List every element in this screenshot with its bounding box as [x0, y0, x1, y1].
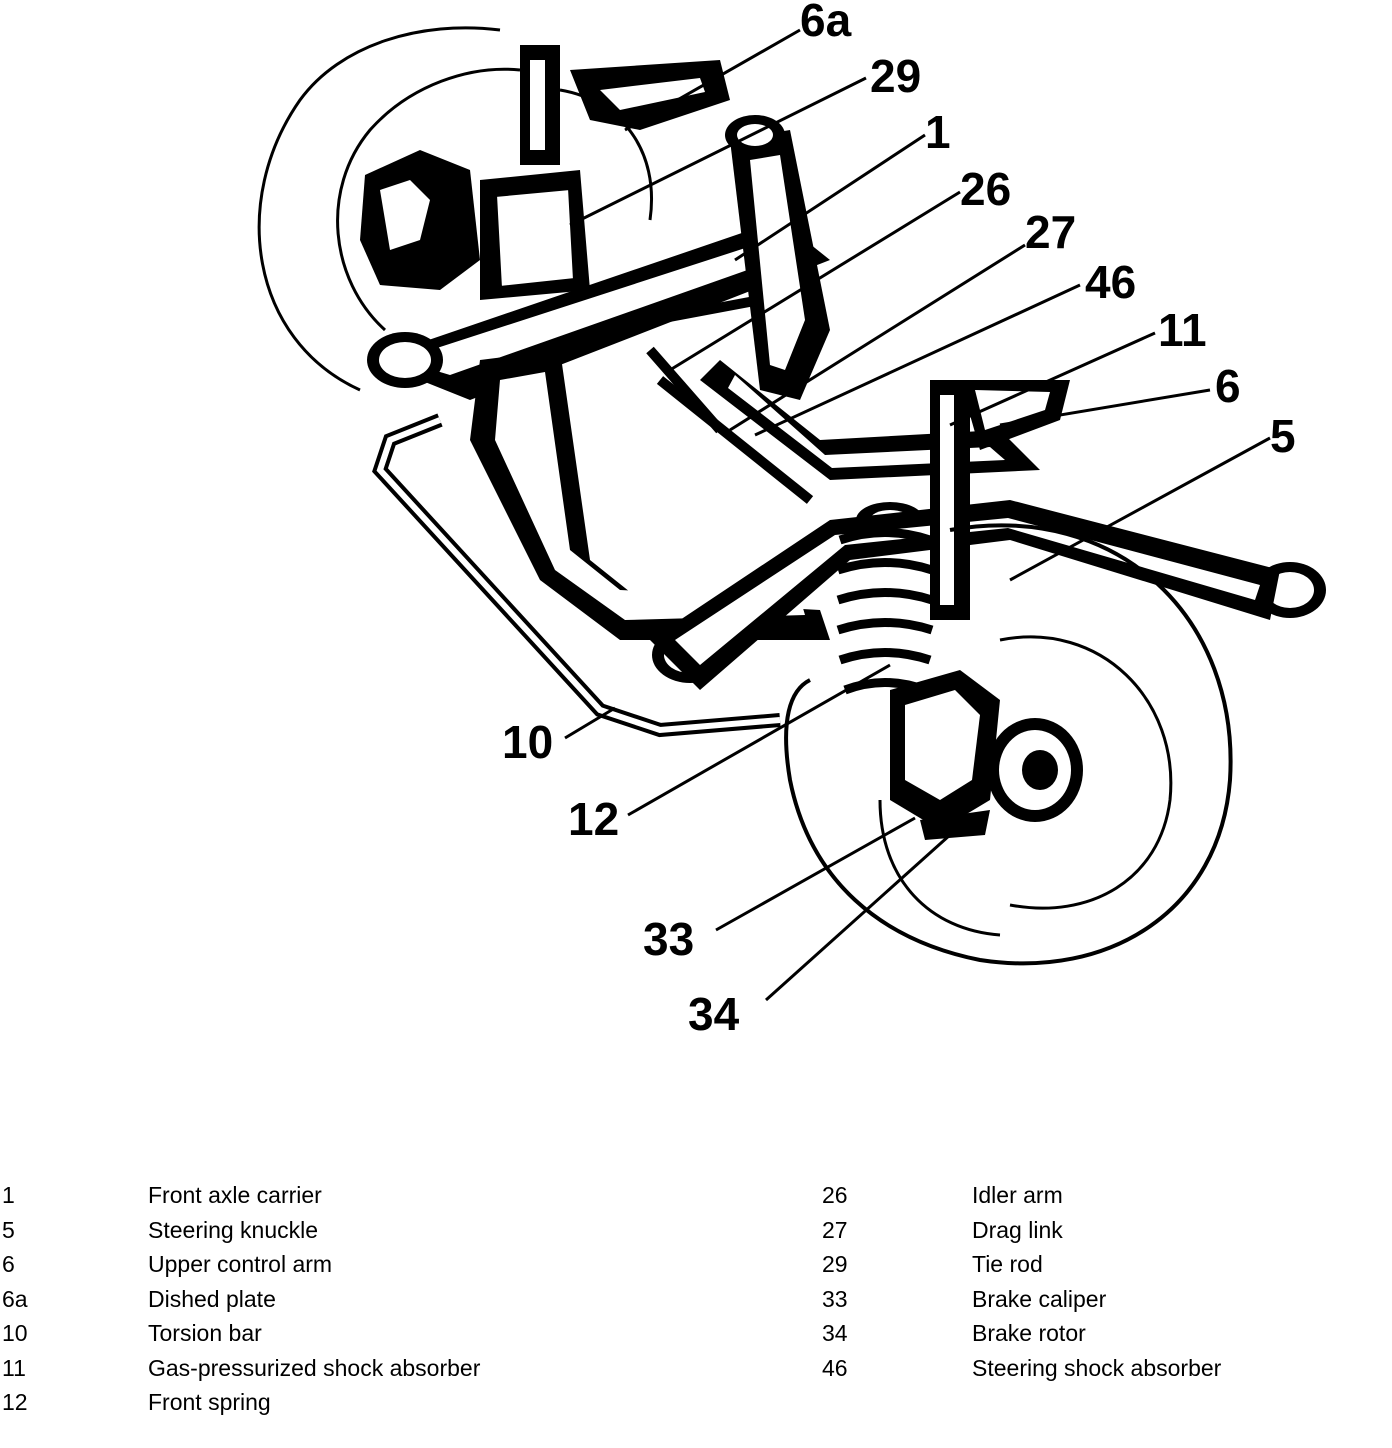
callout-46: 46: [1085, 256, 1136, 308]
callout-10: 10: [502, 716, 553, 768]
legend-row: 6 Upper control arm: [2, 1247, 642, 1282]
legend-number: 5: [2, 1216, 15, 1243]
callout-34: 34: [688, 988, 740, 1040]
legend-number: 10: [2, 1320, 28, 1346]
legend-number: 29: [822, 1251, 848, 1277]
legend-row: 10 Torsion bar: [2, 1316, 642, 1351]
legend-number: 26: [822, 1182, 848, 1208]
legend-label: Tie rod: [972, 1251, 1043, 1277]
callout-6a: 6a: [800, 0, 852, 46]
callout-33: 33: [643, 913, 694, 965]
right-brake-caliper: [890, 670, 1000, 840]
legend-label: Steering shock absorber: [972, 1354, 1222, 1381]
left-upper-control-arm: [570, 60, 730, 130]
legend-label: Steering knuckle: [148, 1216, 319, 1243]
front-axle-carrier: [370, 130, 1040, 640]
legend-row: 11 Gas-pressurized shock absorber: [2, 1351, 642, 1386]
legend-row: 26 Idler arm: [822, 1178, 1382, 1213]
legend-label: Upper control arm: [148, 1251, 333, 1277]
callout-11: 11: [1158, 304, 1207, 356]
legend-row: 46 Steering shock absorber: [822, 1351, 1382, 1386]
legend-number: 6: [2, 1251, 15, 1277]
leader-lines: [564, 28, 1271, 1002]
legend-number: 27: [822, 1216, 848, 1243]
legend-label: Front axle carrier: [148, 1182, 322, 1208]
legend-row: 27 Drag link: [822, 1213, 1382, 1248]
right-lower-control-arm: [650, 500, 1280, 690]
front-axle-diagram: 6a 29 1 26 27 46 11 6 5 10 12 33 34: [257, 0, 1326, 1040]
legend-row: 29 Tie rod: [822, 1247, 1382, 1282]
callout-labels: 6a 29 1 26 27 46 11 6 5 10 12 33 34: [502, 0, 1296, 1040]
legend-label: Torsion bar: [148, 1320, 262, 1346]
callout-1: 1: [925, 106, 951, 158]
legend-left-column: 1 Front axle carrier 5 Steering knuckle …: [2, 1178, 642, 1420]
legend-label: Gas-pressurized shock absorber: [148, 1354, 481, 1381]
legend-label: Brake rotor: [972, 1320, 1086, 1346]
legend-row: 6a Dished plate: [2, 1282, 642, 1317]
right-upper-control-arm: [960, 380, 1070, 450]
legend-number: 12: [2, 1389, 28, 1415]
legend-row: 12 Front spring: [2, 1385, 642, 1420]
callout-6: 6: [1215, 360, 1241, 412]
legend-label: Front spring: [148, 1389, 271, 1415]
legend-label: Idler arm: [972, 1182, 1063, 1208]
callout-26: 26: [960, 163, 1011, 215]
legend-number: 6a: [2, 1285, 28, 1312]
right-shock-absorber: [930, 380, 970, 620]
torsion-bar: [372, 413, 781, 738]
legend-row: 33 Brake caliper: [822, 1282, 1382, 1317]
legend-number: 46: [822, 1354, 848, 1381]
legend-row: 34 Brake rotor: [822, 1316, 1382, 1351]
legend-label: Drag link: [972, 1216, 1063, 1243]
legend-label: Brake caliper: [972, 1285, 1107, 1312]
steering-linkage: [599, 295, 814, 504]
wheel-hub: [987, 718, 1083, 822]
right-wheel-rotor: [784, 523, 1233, 966]
callout-27: 27: [1025, 206, 1076, 258]
legend-right-column: 26 Idler arm 27 Drag link 29 Tie rod 33 …: [822, 1178, 1382, 1385]
legend-label: Dished plate: [148, 1285, 276, 1312]
callout-29: 29: [870, 50, 921, 102]
legend-number: 1: [2, 1182, 15, 1208]
legend-number: 11: [2, 1354, 26, 1381]
legend-row: 1 Front axle carrier: [2, 1178, 642, 1213]
legend-number: 34: [822, 1320, 848, 1346]
callout-12: 12: [568, 793, 619, 845]
legend-row: 5 Steering knuckle: [2, 1213, 642, 1248]
left-strut: [480, 45, 590, 300]
left-brake-caliper: [360, 150, 480, 290]
callout-5: 5: [1270, 410, 1296, 462]
legend-number: 33: [822, 1285, 848, 1312]
